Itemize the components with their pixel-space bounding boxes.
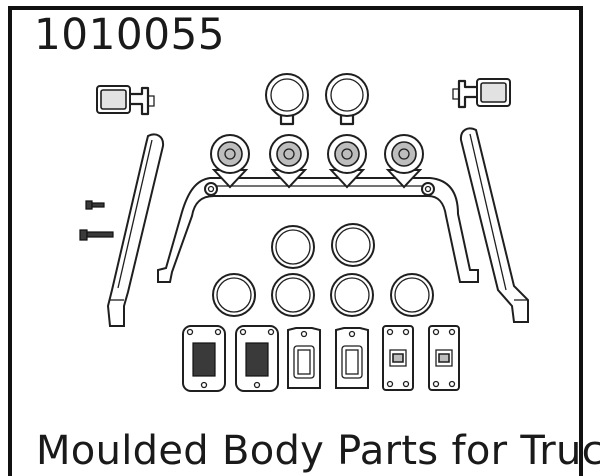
light-ring-3 xyxy=(212,273,256,317)
round-light-top-1 xyxy=(265,73,309,126)
screw-short xyxy=(85,200,105,210)
light-ring-5 xyxy=(330,273,374,317)
light-ring-1 xyxy=(271,225,315,269)
spot-light-2 xyxy=(269,134,309,189)
part-number: 1010055 xyxy=(34,10,226,60)
light-housing-2 xyxy=(235,325,279,392)
light-housing-6 xyxy=(428,325,460,391)
light-ring-4 xyxy=(271,273,315,317)
light-housing-3 xyxy=(287,327,321,389)
side-rail-left xyxy=(106,133,165,327)
light-bar xyxy=(157,177,479,283)
mirror-right xyxy=(452,78,511,109)
light-ring-2 xyxy=(331,223,375,267)
light-housing-5 xyxy=(382,325,414,391)
spot-light-4 xyxy=(384,134,424,189)
light-ring-6 xyxy=(390,273,434,317)
screw-long xyxy=(79,229,114,241)
light-housing-1 xyxy=(182,325,226,392)
side-rail-right xyxy=(459,127,529,323)
product-caption: Moulded Body Parts for Truck xyxy=(36,428,600,474)
spot-light-1 xyxy=(210,134,250,189)
round-light-top-2 xyxy=(325,73,369,126)
spot-light-3 xyxy=(327,134,367,189)
mirror-left xyxy=(96,85,155,116)
light-housing-4 xyxy=(335,327,369,389)
